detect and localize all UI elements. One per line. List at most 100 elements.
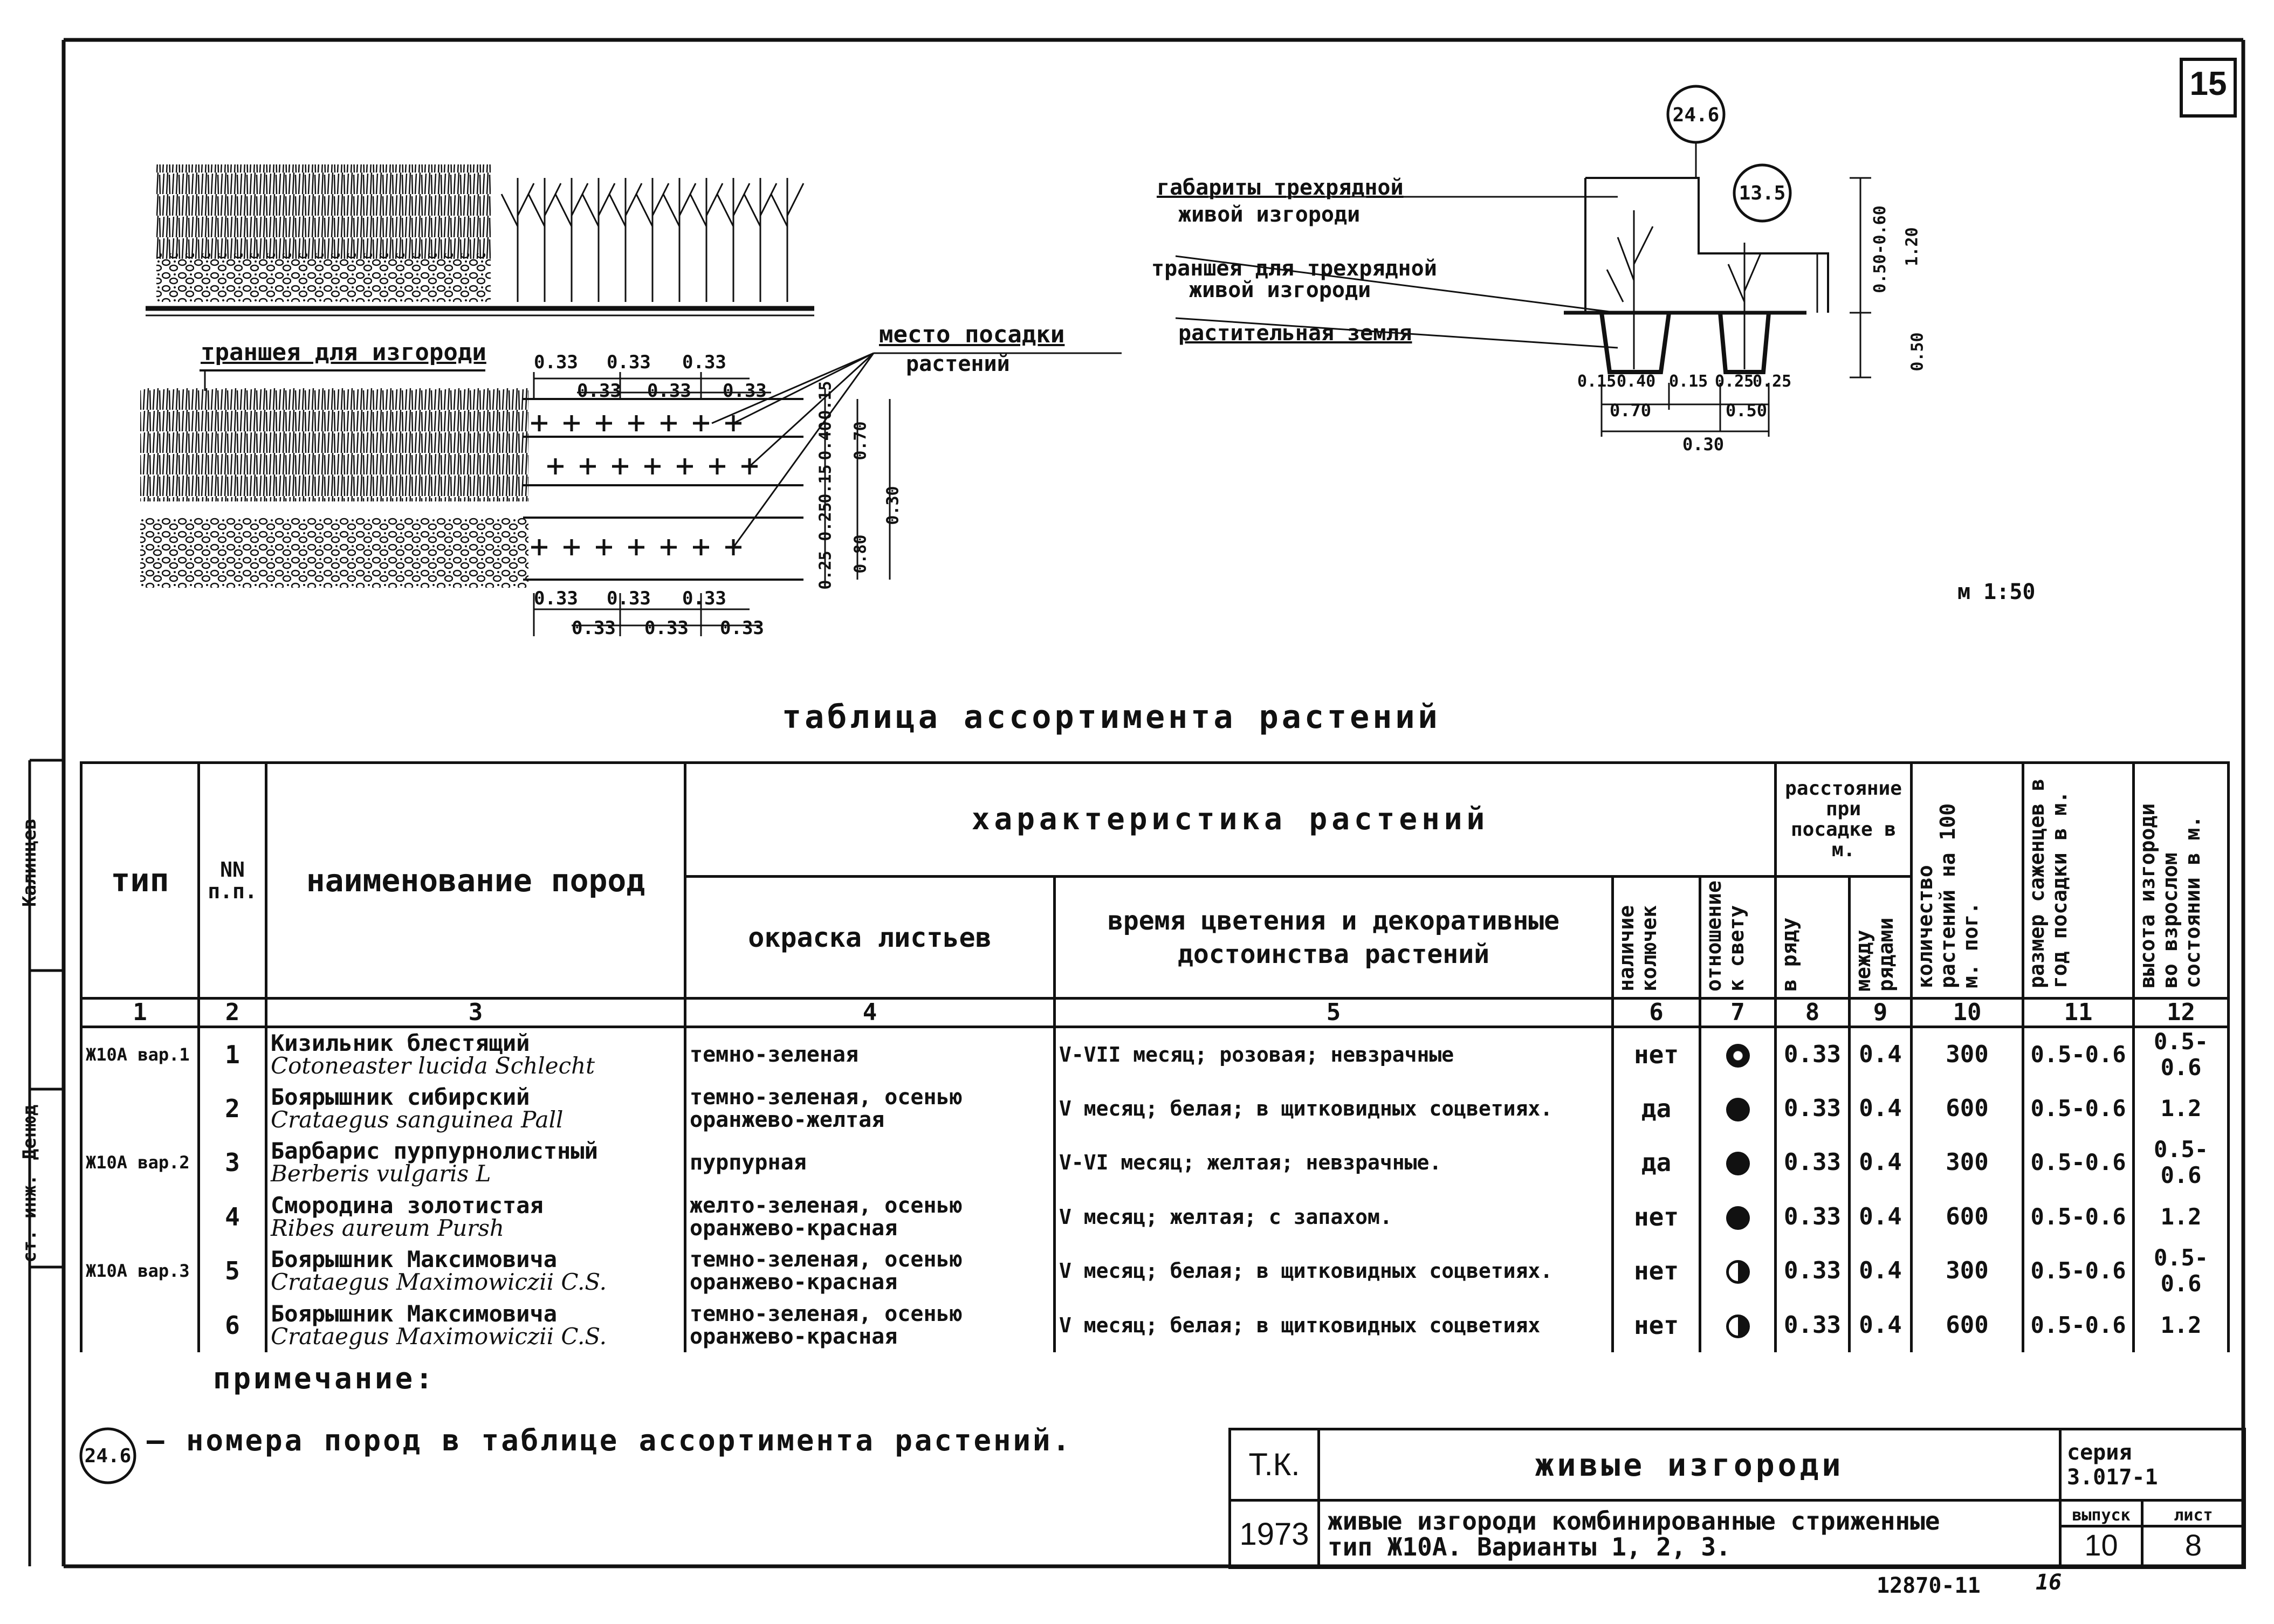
plant-name-ru: Барбарис пурпурнолистный (271, 1138, 598, 1165)
cell-number: 6 (197, 1298, 267, 1352)
plant-name-latin: Crataegus Maximowiczii C.S. (271, 1269, 607, 1296)
tb-sheet-cell: лист 8 (2140, 1499, 2246, 1569)
dim-top-5: 0.33 (647, 380, 691, 402)
header-nn: NN п.п. (197, 761, 267, 1000)
colnum: 3 (265, 997, 686, 1029)
cell-leaf-color: темно-зеленая, осенью оранжево-красная (684, 1243, 1056, 1298)
cell-bloom: V-VII месяц; розовая; невзрачные (1053, 1027, 1614, 1082)
sec-vdim-1: 0.50-0.60 (1870, 205, 1890, 293)
side-stamp-name1: Калинцев (19, 818, 40, 907)
colnum: 6 (1611, 997, 1701, 1029)
cell-bloom: V месяц; белая; в щитковидных соцветиях (1053, 1298, 1614, 1352)
table-title: таблица ассортимента растений (782, 698, 1441, 736)
tb-series-label: серия (2067, 1440, 2132, 1465)
dim-bottom-5: 0.33 (644, 617, 689, 639)
cell-size: 0.5-0.6 (2022, 1189, 2135, 1244)
note-circle-label: 24.6 (84, 1445, 132, 1467)
title-block: Т.К. живые изгороди серия 3.017-1 1973 ж… (1228, 1428, 2246, 1569)
sec-dim-3: 0.15 (1669, 372, 1708, 391)
column-number-row: 1 2 3 4 5 6 7 8 9 10 11 12 (80, 997, 2230, 1029)
cell-size: 0.5-0.6 (2022, 1027, 2135, 1082)
dim-side-3: 0.15 (816, 464, 835, 504)
cell-height: 1.2 (2132, 1298, 2230, 1352)
label-dimensions-2: живой изгороди (1178, 202, 1361, 227)
header-height-cell: высота изгороди во взрослом состоянии в … (2132, 761, 2230, 1000)
tb-subtitle-1: живые изгороди комбинированные стриженны… (1328, 1506, 1940, 1536)
trench-plan-gravel (140, 518, 528, 588)
header-distance: расстояние при посадке в м. (1774, 761, 1913, 878)
circle-13-5: 13.5 (1739, 182, 1786, 204)
sec-dim-5: 0.25 (1753, 372, 1792, 391)
sec-dim-6: 0.70 (1610, 400, 1652, 421)
cell-bloom: V месяц; белая; в щитковидных соцветиях. (1053, 1243, 1614, 1298)
cell-number: 5 (197, 1243, 267, 1298)
header-between-cell: между рядами (1848, 875, 1913, 1000)
tb-year: 1973 (1228, 1499, 1320, 1569)
label-dimensions-1: габариты трехрядной (1157, 175, 1404, 200)
plant-name-ru: Боярышник сибирский (271, 1083, 530, 1110)
cell-height: 0.5-0.6 (2132, 1027, 2230, 1082)
cell-count: 600 (1910, 1081, 2025, 1136)
bare-shrubs (500, 178, 805, 302)
cell-between-rows: 0.4 (1848, 1135, 1913, 1190)
scale-label: м 1:50 (1957, 580, 2036, 604)
cell-type: Ж10А вар.1 (80, 1027, 200, 1082)
sec-dim-1: 0.15 (1577, 372, 1617, 391)
header-height: высота изгороди во взрослом состоянии в … (2135, 803, 2205, 989)
dim-top-1: 0.33 (534, 352, 578, 373)
hedge-cross-section (1175, 85, 1871, 437)
tb-subtitle-2: тип Ж10А. Варианты 1, 2, 3. (1328, 1532, 1731, 1561)
dim-side-5: 0.25 (816, 550, 835, 590)
header-in-row: в ряду (1777, 917, 1802, 992)
cell-type: Ж10А вар.3 (80, 1243, 200, 1298)
cell-type (80, 1189, 200, 1244)
trench-plan-grass (140, 388, 528, 501)
sec-dim-7: 0.50 (1726, 400, 1768, 421)
cell-between-rows: 0.4 (1848, 1243, 1913, 1298)
header-count-cell: количество растений на 100 м. пог. (1910, 761, 2025, 1000)
cell-count: 300 (1910, 1243, 2025, 1298)
dim-side-1: 0.15 (816, 381, 835, 420)
cell-height: 1.2 (2132, 1189, 2230, 1244)
tb-tk: Т.К. (1228, 1428, 1320, 1502)
planting-place-label-2: растений (906, 352, 1010, 376)
header-light: отношение к свету (1702, 880, 1748, 992)
header-thorns: наличие колючек (1615, 905, 1661, 992)
cell-bloom: V месяц; белая; в щитковидных соцветиях. (1053, 1081, 1614, 1136)
cell-height: 0.5-0.6 (2132, 1243, 2230, 1298)
sec-dim-2: 0.40 (1617, 372, 1656, 391)
cell-leaf-color: темно-зеленая (684, 1027, 1056, 1082)
plant-name-latin: Ribes aureum Pursh (271, 1214, 504, 1241)
cell-number: 3 (197, 1135, 267, 1190)
plant-name-latin: Berberis vulgaris L (271, 1160, 491, 1187)
tb-name: живые изгороди (1317, 1428, 2062, 1502)
dim-side-6: 0.70 (851, 421, 870, 460)
colnum: 5 (1053, 997, 1614, 1029)
plant-name-latin: Crataegus sanguinea Pall (271, 1106, 564, 1133)
cell-in-row: 0.33 (1774, 1189, 1851, 1244)
colnum: 11 (2022, 997, 2135, 1029)
cell-count: 600 (1910, 1298, 2025, 1352)
header-characteristics: характеристика растений (683, 761, 1777, 878)
cell-number: 4 (197, 1189, 267, 1244)
cell-size: 0.5-0.6 (2022, 1298, 2135, 1352)
dim-top-2: 0.33 (607, 352, 651, 373)
circle-24-6: 24.6 (1672, 104, 1720, 126)
label-trench-1: траншея для трехрядной (1151, 256, 1437, 281)
cell-leaf-color: пурпурная (684, 1135, 1056, 1190)
dim-bottom-2: 0.33 (607, 588, 651, 609)
cell-light (1698, 1243, 1777, 1298)
cell-light (1698, 1027, 1777, 1082)
cell-type (80, 1298, 200, 1352)
cell-in-row: 0.33 (1774, 1298, 1851, 1352)
colnum: 12 (2132, 997, 2230, 1029)
header-between: между рядами (1851, 917, 1898, 992)
cell-thorns: нет (1611, 1243, 1701, 1298)
